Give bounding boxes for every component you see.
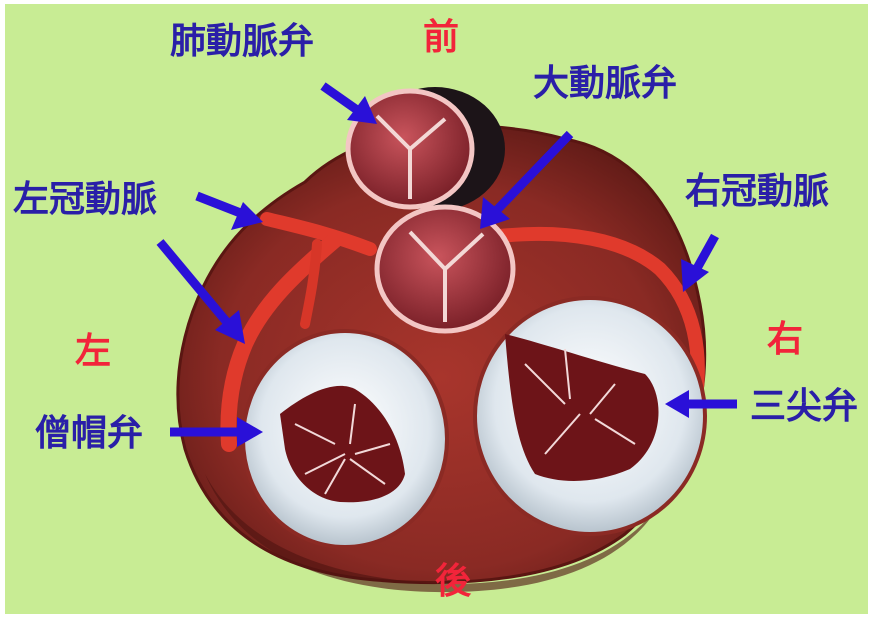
heart-illustration [5, 4, 868, 614]
label-left: 左 [75, 334, 111, 370]
label-anterior: 前 [423, 20, 459, 56]
label-aortic-valve: 大動脈弁 [533, 66, 677, 102]
label-posterior: 後 [435, 564, 471, 600]
label-mitral-valve: 僧帽弁 [35, 416, 143, 452]
label-left-coronary: 左冠動脈 [13, 182, 157, 218]
label-right-coronary: 右冠動脈 [685, 174, 829, 210]
label-tricuspid-valve: 三尖弁 [750, 389, 858, 425]
diagram-canvas: 肺動脈弁 前 大動脈弁 左冠動脈 右冠動脈 左 右 僧帽弁 三尖弁 後 [5, 4, 868, 614]
label-right: 右 [767, 322, 803, 358]
label-pulmonary-valve: 肺動脈弁 [170, 24, 314, 60]
